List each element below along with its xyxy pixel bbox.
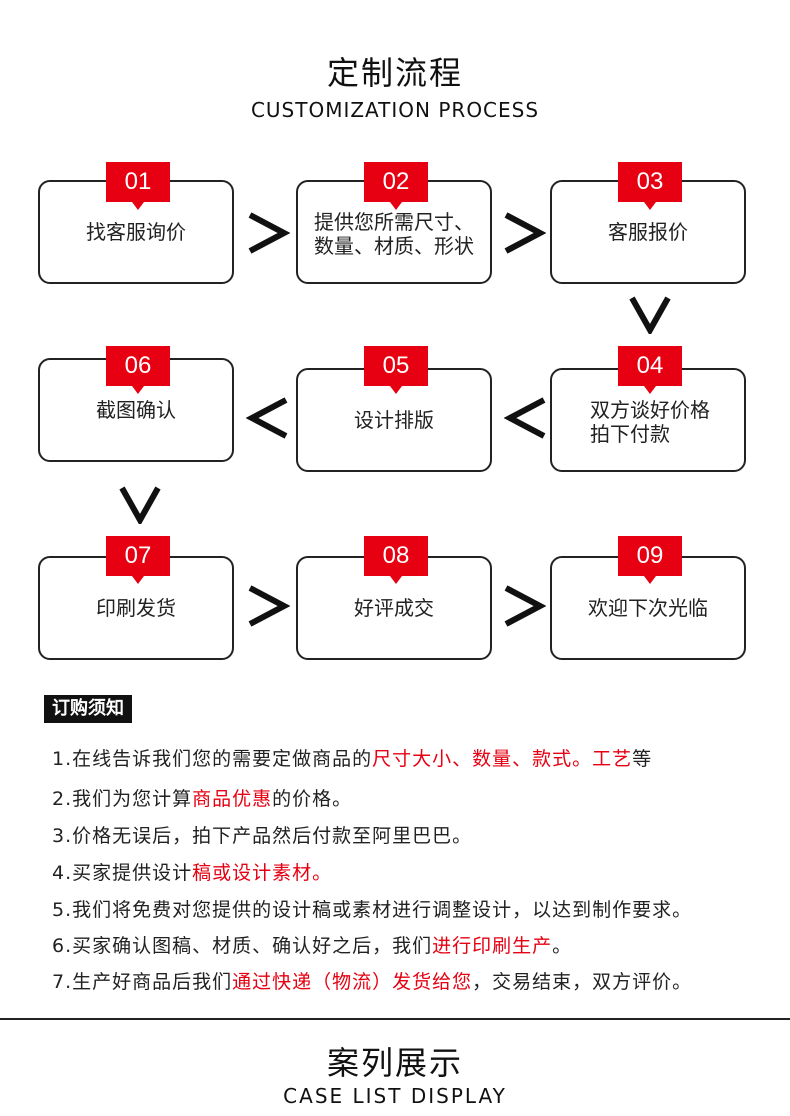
step-label: 找客服询价 <box>86 220 186 244</box>
step-number-06: 06 <box>106 346 170 394</box>
notice-item: 2.我们为您计算商品优惠的价格。 <box>52 784 352 811</box>
notice-item: 7.生产好商品后我们通过快递（物流）发货给您，交易结束，双方评价。 <box>52 967 692 994</box>
step-number-04: 04 <box>618 346 682 394</box>
notice-text: 4.买家提供设计 <box>52 862 193 884</box>
case-subtitle: CASE LIST DISPLAY <box>283 1084 507 1108</box>
step-number-01: 01 <box>106 162 170 210</box>
step-label-line: 拍下付款 <box>590 422 670 446</box>
notice-highlight: 进行印刷生产 <box>432 935 553 957</box>
notice-text: 的价格。 <box>272 788 353 810</box>
chevron-down-icon <box>116 484 164 524</box>
notice-item: 4.买家提供设计稿或设计素材。 <box>52 858 332 885</box>
step-label: 截图确认 <box>96 398 176 422</box>
step-label: 客服报价 <box>608 220 688 244</box>
notice-item: 5.我们将免费对您提供的设计稿或素材进行调整设计，以达到制作要求。 <box>52 895 692 922</box>
notice-text: 5.我们将免费对您提供的设计稿或素材进行调整设计，以达到制作要求。 <box>52 899 693 921</box>
step-number-02: 02 <box>364 162 428 210</box>
notice-highlight: 通过快递（物流）发货给您 <box>232 971 473 993</box>
notice-text: 6.买家确认图稿、材质、确认好之后，我们 <box>52 935 433 957</box>
chevron-left-icon <box>246 394 290 442</box>
step-label: 好评成交 <box>354 596 434 620</box>
case-title: 案列展示 <box>326 1044 463 1082</box>
step-label-line: 提供您所需尺寸、 <box>314 210 474 234</box>
notice-text: ，交易结束，双方评价。 <box>472 971 693 993</box>
step-number-08: 08 <box>364 536 428 584</box>
step-label-line: 数量、材质、形状 <box>314 234 474 258</box>
notice-item: 3.价格无误后，拍下产品然后付款至阿里巴巴。 <box>52 821 472 848</box>
step-label: 双方谈好价格 拍下付款 <box>552 398 744 446</box>
notice-text: 1.在线告诉我们您的需要定做商品的 <box>52 748 373 770</box>
page-subtitle: CUSTOMIZATION PROCESS <box>250 98 540 122</box>
section-divider <box>0 1018 790 1020</box>
notice-highlight: 尺寸大小、数量、款式。工艺 <box>372 748 633 770</box>
step-number-05: 05 <box>364 346 428 394</box>
notice-highlight: 稿或设计素材。 <box>192 862 333 884</box>
step-label-line: 双方谈好价格 <box>590 398 710 422</box>
chevron-down-icon <box>626 294 674 334</box>
chevron-right-icon <box>502 582 546 630</box>
chevron-right-icon <box>246 582 290 630</box>
notice-text: 7.生产好商品后我们 <box>52 971 233 993</box>
notice-highlight: 商品优惠 <box>192 788 273 810</box>
chevron-right-icon <box>246 209 290 257</box>
chevron-left-icon <box>504 394 548 442</box>
chevron-right-icon <box>502 209 546 257</box>
step-box-09: 欢迎下次光临 <box>550 556 746 660</box>
step-label: 印刷发货 <box>96 596 176 620</box>
step-number-09: 09 <box>618 536 682 584</box>
notice-text: 3.价格无误后，拍下产品然后付款至阿里巴巴。 <box>52 825 473 847</box>
step-number-03: 03 <box>618 162 682 210</box>
notice-text: 2.我们为您计算 <box>52 788 193 810</box>
notice-text: 。 <box>552 935 573 957</box>
page-title: 定制流程 <box>326 54 463 92</box>
step-label: 欢迎下次光临 <box>588 596 708 620</box>
notice-item: 6.买家确认图稿、材质、确认好之后，我们进行印刷生产。 <box>52 931 572 958</box>
notice-item: 1.在线告诉我们您的需要定做商品的尺寸大小、数量、款式。工艺等 <box>52 744 652 771</box>
step-label: 提供您所需尺寸、 数量、材质、形状 <box>298 210 490 258</box>
step-label: 设计排版 <box>354 408 434 432</box>
step-number-07: 07 <box>106 536 170 584</box>
notice-text: 等 <box>632 748 653 770</box>
notice-badge: 订购须知 <box>44 695 132 723</box>
